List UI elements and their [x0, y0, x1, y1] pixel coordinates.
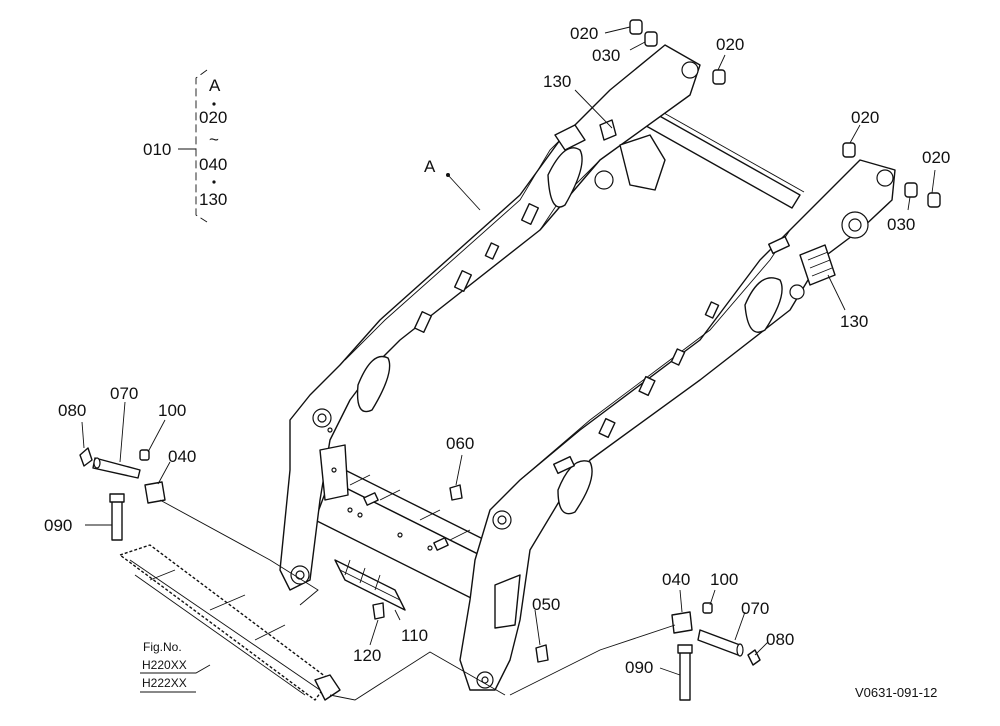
fig-ref-title: Fig.No.: [143, 640, 182, 654]
leader-lines: [81, 26, 936, 701]
callout-labels: 020 030 020 130 A 020 020 030 130 080 07…: [44, 24, 950, 677]
callout-020-top-a: 020: [570, 24, 598, 43]
assembly-key-line2: 020: [199, 108, 227, 127]
right-boom-arm: [459, 159, 896, 691]
callout-050: 050: [532, 595, 560, 614]
fig-ref-1: H220XX: [142, 658, 187, 672]
callout-030-top: 030: [592, 46, 620, 65]
assembly-key-line3: ~: [209, 130, 219, 149]
callout-100-left: 100: [158, 401, 186, 420]
hydraulic-cylinder-ref: [119, 544, 341, 701]
fig-ref-2: H222XX: [142, 676, 187, 690]
callout-120: 120: [353, 646, 381, 665]
callout-090-right: 090: [625, 658, 653, 677]
callout-040-left: 040: [168, 447, 196, 466]
key-dot-1: [212, 102, 216, 106]
callout-020-right-b: 020: [922, 148, 950, 167]
callout-080-right: 080: [766, 630, 794, 649]
assembly-key-parent: 010: [143, 140, 171, 159]
callout-080-left: 080: [58, 401, 86, 420]
bracket-110: [334, 559, 406, 611]
callout-040-right: 040: [662, 570, 690, 589]
left-boom-arm: [279, 44, 701, 591]
callout-070-right: 070: [741, 599, 769, 618]
callout-090-left: 090: [44, 516, 72, 535]
right-pin-group: [671, 602, 761, 701]
callout-110: 110: [401, 626, 428, 645]
callout-060: 060: [446, 434, 474, 453]
callout-a-main: A: [424, 157, 436, 176]
small-bolts: [372, 484, 549, 663]
fig-reference: Fig.No. H220XX H222XX: [140, 640, 211, 693]
assembly-key-line4: 040: [199, 155, 227, 174]
left-pin-group: [79, 447, 166, 541]
assembly-key-line5: 130: [199, 190, 227, 209]
callout-070-left: 070: [110, 384, 138, 403]
callout-020-top-b: 020: [716, 35, 744, 54]
assembly-key: 010 A 020 ~ 040 130: [143, 69, 227, 223]
assembly-key-line1: A: [209, 76, 221, 95]
bushings-top: [629, 19, 941, 208]
callout-130-right: 130: [840, 312, 868, 331]
key-dot-2: [212, 180, 216, 184]
callout-100-right: 100: [710, 570, 738, 589]
callout-030-right: 030: [887, 215, 915, 234]
callout-020-right-a: 020: [851, 108, 879, 127]
drawing-code: V0631-091-12: [855, 685, 937, 700]
callout-130-left: 130: [543, 72, 571, 91]
